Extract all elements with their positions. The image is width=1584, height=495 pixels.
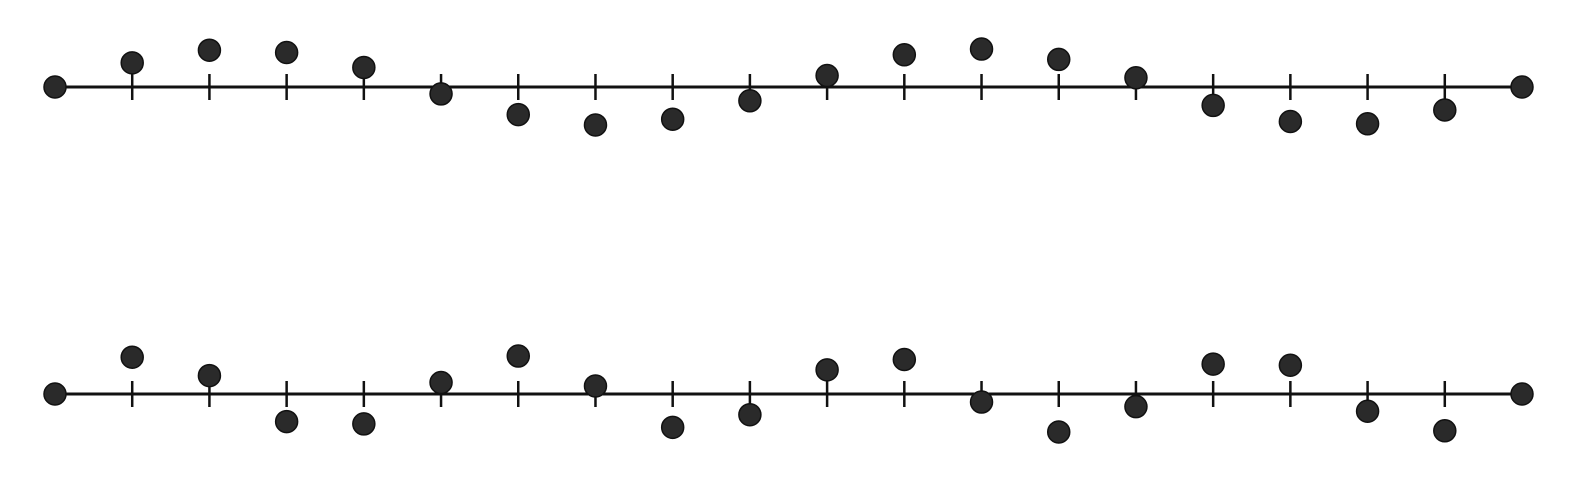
data-dot	[1278, 353, 1303, 377]
data-dot	[429, 82, 453, 106]
data-dot	[1124, 66, 1148, 90]
data-dot	[583, 374, 608, 398]
data-dot	[738, 402, 762, 427]
data-dot	[352, 412, 376, 436]
data-dot	[120, 345, 144, 369]
data-dot	[352, 55, 376, 80]
data-dot	[892, 43, 917, 67]
data-dot	[274, 409, 299, 434]
data-dot	[1355, 112, 1380, 136]
data-dot	[660, 415, 685, 440]
data-dot	[583, 113, 608, 137]
data-dot	[1201, 93, 1225, 118]
upper-dot-row	[43, 37, 1534, 137]
data-dot	[815, 63, 839, 88]
data-dot	[1433, 98, 1457, 122]
data-dot	[1046, 420, 1071, 444]
data-dot	[429, 370, 453, 395]
data-dot	[1510, 382, 1534, 406]
data-dot	[43, 75, 67, 99]
data-dot	[969, 37, 994, 61]
data-dot	[274, 40, 299, 65]
data-dot	[660, 107, 685, 131]
data-dot	[1124, 394, 1148, 419]
data-dot	[1510, 75, 1534, 99]
data-dot	[1201, 352, 1225, 376]
data-dot	[1046, 47, 1071, 72]
data-dot	[197, 363, 222, 388]
data-dot	[197, 38, 222, 62]
data-dot	[506, 344, 531, 368]
data-dot	[1278, 109, 1303, 134]
data-dot	[969, 390, 994, 414]
data-dot	[738, 89, 762, 113]
data-dot	[815, 358, 839, 382]
data-dot	[43, 382, 67, 406]
data-dot	[892, 347, 917, 372]
data-dot	[1433, 419, 1457, 443]
data-dot	[1355, 399, 1380, 423]
data-dot	[120, 51, 144, 75]
data-dot	[506, 102, 531, 127]
lower-dot-row	[43, 344, 1534, 444]
